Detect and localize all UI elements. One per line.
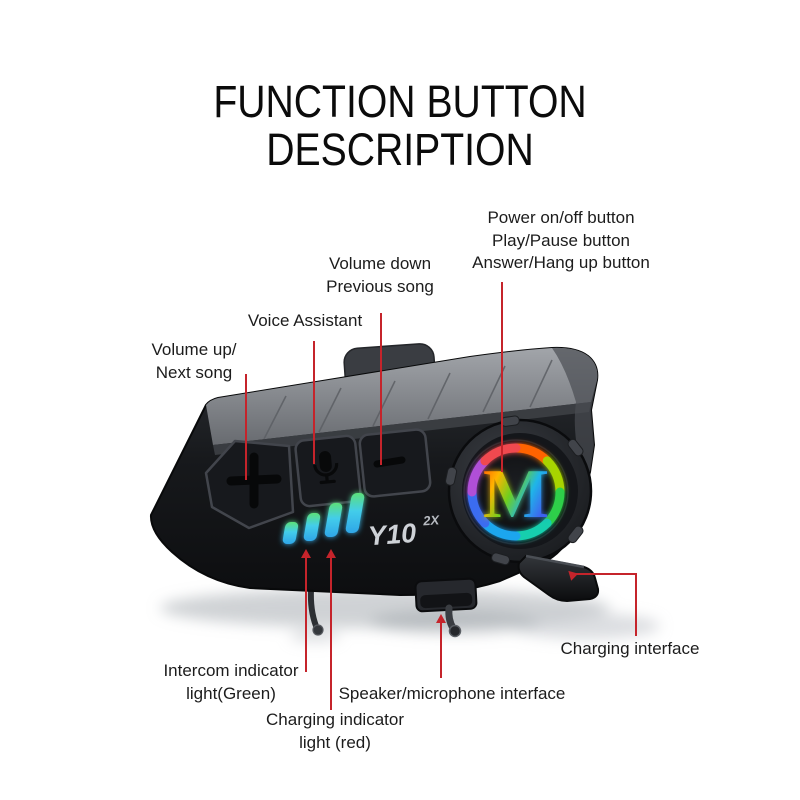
callout-volume-up-line2: Next song — [155, 362, 233, 382]
callout-intercom-light-line2: light(Green) — [186, 683, 276, 703]
callout-volume-up: Volume up/ Next song — [119, 339, 269, 384]
page-title: FUNCTION BUTTON DESCRIPTION — [52, 78, 748, 174]
callout-power-line1: Power on/off button — [487, 208, 635, 227]
model-text: Y10 — [367, 518, 417, 551]
callout-intercom-light-line1: Intercom indicator — [163, 661, 299, 680]
top-band — [206, 347, 598, 445]
callout-voice-assistant: Voice Assistant — [230, 310, 380, 333]
rainbow-ring — [467, 443, 565, 541]
volume-down-button — [358, 428, 432, 498]
led-indicator-lights — [282, 493, 365, 544]
mounting-pin-left — [307, 586, 324, 636]
callout-volume-down: Volume down Previous song — [305, 253, 455, 298]
page-title-line2: DESCRIPTION — [266, 124, 534, 175]
callout-line-speaker-mic — [440, 621, 442, 678]
callout-line-volume-up — [245, 374, 247, 480]
top-band-grooves — [263, 359, 553, 440]
callout-power-line2: Play/Pause button — [492, 230, 630, 250]
volume-up-button — [204, 439, 295, 530]
model-sup-text: 2X — [422, 512, 441, 528]
page-title-line1: FUNCTION BUTTON — [213, 76, 587, 127]
callout-charging-light-line1: Charging indicator — [266, 710, 404, 729]
voice-assistant-button — [294, 434, 362, 508]
callout-charging-interface-line1: Charging interface — [560, 639, 700, 658]
callout-line-voice-assistant — [313, 341, 315, 464]
callout-power: Power on/off button Play/Pause button An… — [451, 207, 671, 275]
callout-line-intercom-light — [305, 556, 307, 672]
charging-light-arrow-icon — [326, 549, 336, 558]
device-shadow — [160, 588, 660, 642]
callout-charging-light: Charging indicator light (red) — [250, 709, 420, 754]
speaker-connector — [414, 577, 478, 613]
callout-volume-down-line1: Volume down — [328, 254, 432, 273]
callout-line-power — [501, 282, 503, 472]
callout-line-charging-interface-v — [635, 573, 637, 636]
speaker-mic-arrow-icon — [436, 614, 446, 623]
power-button: M — [445, 415, 593, 566]
callout-line-charging-interface-h — [575, 573, 637, 575]
connector-pin — [445, 604, 462, 638]
model-logo: Y10 2X — [367, 512, 441, 551]
bezel-notches — [445, 415, 584, 566]
callout-intercom-light: Intercom indicator light(Green) — [146, 660, 316, 705]
callout-line-volume-down — [380, 313, 382, 465]
callout-power-line3: Answer/Hang up button — [472, 253, 650, 272]
callout-speaker-mic-line1: Speaker/microphone interface — [338, 684, 566, 703]
microphone-icon — [313, 451, 339, 485]
m-logo: M — [483, 456, 549, 533]
callout-charging-light-line2: light (red) — [299, 732, 371, 752]
callout-line-charging-light — [330, 556, 332, 710]
callout-voice-assistant-line1: Voice Assistant — [247, 311, 363, 330]
callout-volume-down-line2: Previous song — [326, 276, 434, 296]
callout-volume-up-line1: Volume up/ — [151, 340, 237, 359]
callout-charging-interface: Charging interface — [545, 638, 715, 661]
intercom-light-arrow-icon — [301, 549, 311, 558]
callout-speaker-mic: Speaker/microphone interface — [322, 683, 582, 706]
plus-icon — [226, 452, 282, 509]
